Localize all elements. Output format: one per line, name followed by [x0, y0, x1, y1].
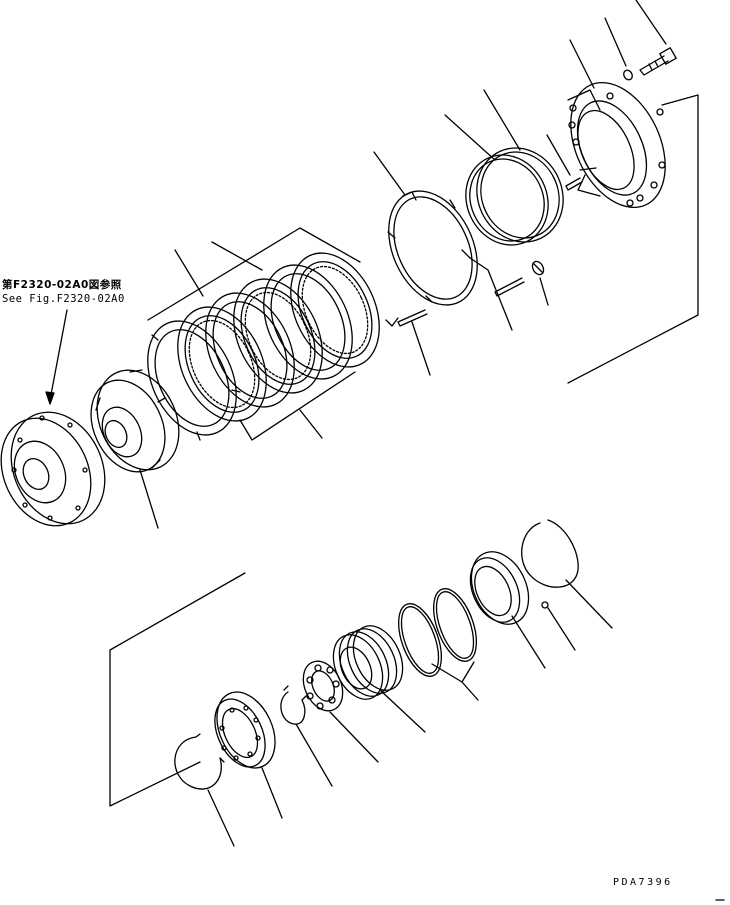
leader-snap-ring-large: [207, 789, 235, 847]
leader-end-plate: [373, 151, 406, 196]
leader-pin-middle: [411, 321, 431, 376]
leader-seal-dot: [547, 607, 576, 651]
leader-piston-hub: [139, 469, 159, 529]
leader-ring-b: [444, 114, 496, 161]
pin-part-middle: [397, 309, 428, 327]
washer-part: [623, 69, 633, 81]
bearing-cage-part: [332, 625, 404, 700]
leader-sleeve: [261, 767, 283, 819]
leader-snap-ring-small: [295, 723, 333, 787]
leader-pin-upper: [546, 134, 571, 176]
leader-plate-c: [299, 409, 323, 439]
piston-hub-part: [90, 369, 180, 473]
snap-ring-large-part: [174, 733, 225, 790]
carrier-housing-part: [0, 411, 106, 527]
snap-ring-small-part: [280, 685, 307, 725]
leader-small-pin: [539, 277, 549, 306]
assembly-bracket-lower: [109, 572, 246, 807]
seal-ring-small-pair: [398, 588, 477, 677]
reference-arrow: [45, 309, 68, 405]
end-plate-part: [385, 190, 478, 327]
seal-ring-pair: [465, 147, 564, 246]
retainer-snap-ring-part: [521, 519, 579, 588]
leader-housing: [569, 39, 595, 89]
leader-ball-bearing: [329, 711, 379, 763]
drawing-code-label: PDA7396: [613, 877, 673, 888]
sleeve-sun-gear-part: [214, 691, 276, 769]
piston-ring-part: [469, 551, 549, 625]
bolt-part: [639, 47, 677, 76]
leader-seals: [461, 681, 479, 701]
retainer-housing-part: [567, 81, 666, 209]
assembly-bracket-upper: [567, 94, 699, 384]
ball-bearing-part: [302, 660, 344, 712]
leader-spring-pin: [469, 257, 513, 331]
leader-washer: [604, 17, 627, 67]
leader-bolt: [635, 0, 667, 45]
reference-label-japanese: 第F2320-02A0図参照: [2, 279, 122, 291]
leader-plate-b: [211, 241, 263, 271]
reference-label-english: See Fig.F2320-02A0: [2, 293, 125, 305]
leader-ring-a: [483, 89, 521, 151]
leader-retainer-snap-ring: [565, 579, 613, 629]
leader-bracket-lower: [239, 371, 356, 441]
clutch-plate-stack: [147, 252, 380, 441]
leader-plate-a: [174, 249, 204, 297]
leader-piston-ring: [511, 615, 546, 669]
pin-part-upper: [565, 177, 583, 191]
spring-pin-part: [494, 260, 545, 297]
leader-bearing-cage: [379, 689, 426, 733]
